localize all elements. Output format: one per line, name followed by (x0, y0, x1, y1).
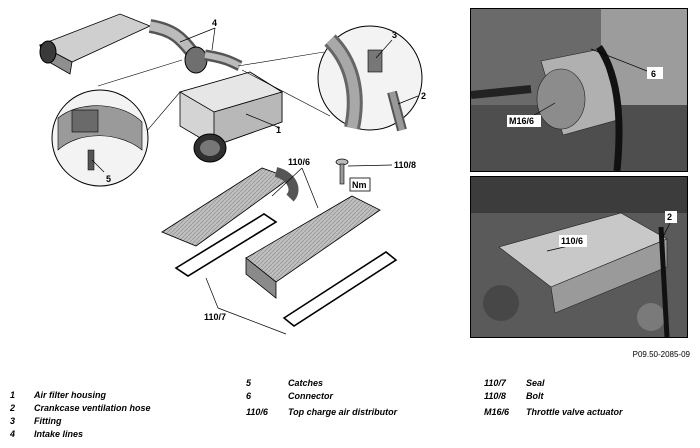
leader-lines (91, 27, 419, 335)
callout-110-6-photo: 110/6 (561, 236, 583, 246)
callout-110-8: 110/8 (394, 160, 416, 170)
callout-110-6: 110/6 (288, 157, 310, 167)
zoom-detail-catches (51, 59, 183, 187)
photo-throttle-actuator: 6 M16/6 (470, 8, 688, 172)
callout-m16-6: M16/6 (509, 116, 534, 126)
callout-1: 1 (276, 125, 281, 135)
callout-110-7: 110/7 (204, 312, 226, 322)
leader-6 (590, 48, 648, 72)
torque-box (349, 177, 371, 192)
torque-label: Nm (352, 180, 367, 190)
callout-5: 5 (106, 174, 111, 184)
exploded-view-figure: 4 1 5 3 2 110/6 110/8 Nm 110/7 (39, 13, 426, 335)
air-filter-housing (178, 71, 283, 163)
bolt (335, 158, 349, 185)
photo-engine-bay: 110/6 2 (470, 176, 688, 338)
callout-6: 6 (651, 69, 656, 79)
seals (174, 213, 398, 327)
leader-2-photo (662, 220, 672, 238)
figure-id: P09.50-2085-09 (632, 350, 690, 359)
callout-3: 3 (392, 30, 397, 40)
callout-4: 4 (212, 18, 217, 28)
charge-air-distributor (161, 167, 381, 299)
intake-lines (39, 13, 243, 75)
legend: 1 Air filter housing 2 Crankcase ventila… (10, 378, 623, 439)
zoom-detail-fitting (237, 25, 423, 132)
callout-2-photo: 2 (667, 212, 672, 222)
callout-2: 2 (421, 91, 426, 101)
